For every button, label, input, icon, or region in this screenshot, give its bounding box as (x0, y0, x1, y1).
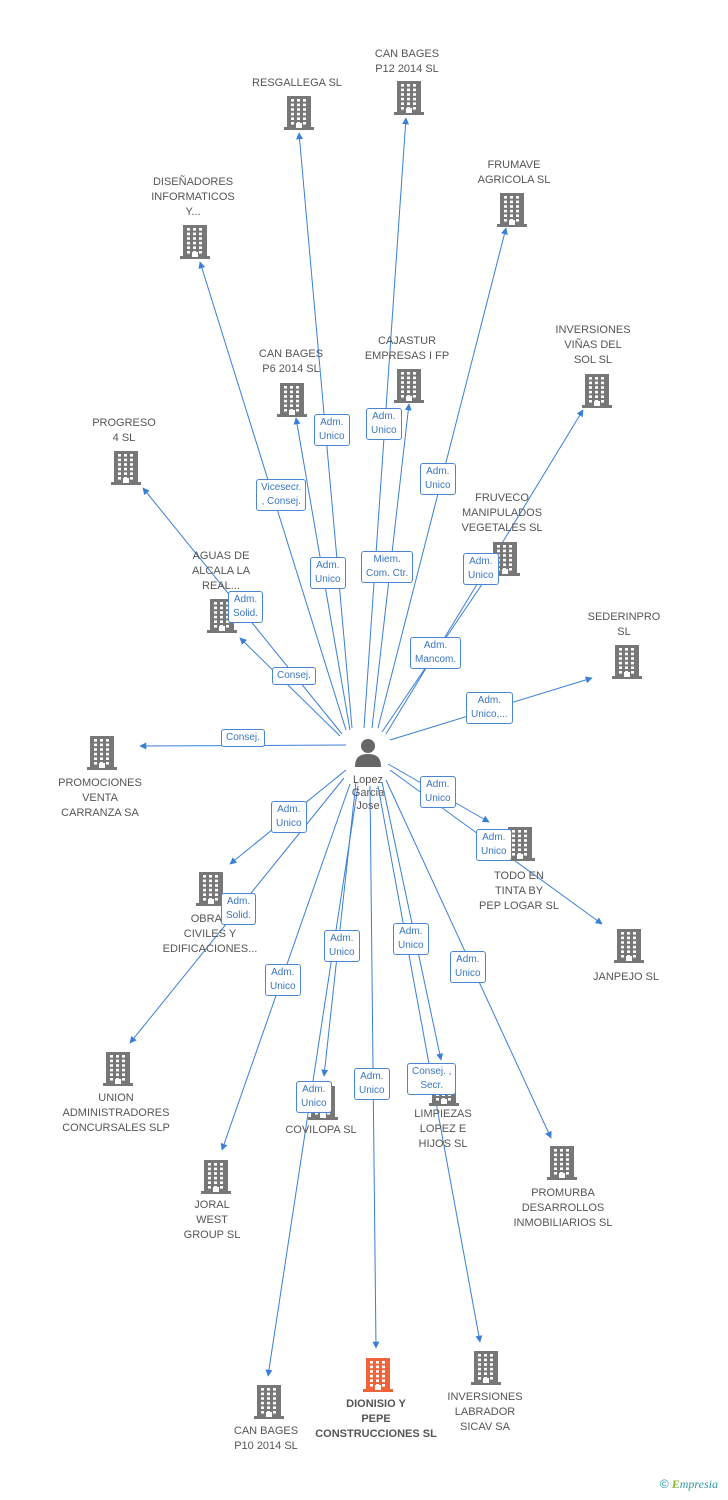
edge-aguas (239, 637, 341, 737)
building-icon[interactable] (87, 736, 117, 775)
company-label-promurba[interactable]: PROMURBA DESARROLLOS INMOBILIARIOS SL (513, 1187, 613, 1229)
building-icon[interactable] (547, 1146, 577, 1185)
company-label-promociones[interactable]: PROMOCIONES VENTA CARRANZA SA (58, 777, 142, 819)
building-icon[interactable] (497, 193, 527, 232)
company-label-cajastur[interactable]: CAJASTUR EMPRESAS I FP (364, 335, 450, 362)
relation-label-inversionesvinas[interactable]: Adm. Unico (463, 553, 499, 585)
relation-label-canbages12[interactable]: Adm. Unico (366, 408, 402, 440)
relation-label-todoentinta[interactable]: Adm. Unico (420, 776, 456, 808)
person-node[interactable] (352, 736, 384, 773)
relation-label-limpiezas[interactable]: Adm. Unico (393, 923, 429, 955)
person-icon (355, 739, 381, 767)
building-icon[interactable] (284, 96, 314, 135)
company-label-progreso[interactable]: PROGRESO 4 SL (92, 417, 156, 444)
building-icon[interactable] (363, 1358, 393, 1397)
relation-label-canbages6[interactable]: Adm. Unico (310, 557, 346, 589)
building-icon[interactable] (612, 645, 642, 684)
building-icon[interactable] (614, 929, 644, 968)
relation-label-inversioneslabrador[interactable]: Consej. , Secr. (407, 1063, 457, 1095)
building-icon[interactable] (196, 872, 226, 911)
relation-label-aguas[interactable]: Consej. (272, 667, 316, 685)
company-label-joral[interactable]: JORAL WEST GROUP SL (183, 1199, 241, 1241)
relation-label-joral[interactable]: Adm. Unico (265, 964, 301, 996)
relation-label-promociones[interactable]: Consej. (221, 729, 265, 747)
relation-label-frumave[interactable]: Adm. Unico (420, 463, 456, 495)
relation-label-covilopa[interactable]: Adm. Unico (324, 930, 360, 962)
company-label-limpiezas[interactable]: LIMPIEZAS LOPEZ E HIJOS SL (414, 1108, 472, 1150)
brand-initial: E (671, 1477, 680, 1491)
relation-label-cajastur[interactable]: Miem. Com. Ctr. (361, 551, 414, 583)
company-label-covilopa[interactable]: COVILOPA SL (285, 1124, 357, 1136)
building-icon[interactable] (471, 1351, 501, 1390)
company-label-union[interactable]: UNION ADMINISTRADORES CONCURSALES SLP (62, 1092, 170, 1134)
company-label-aguas[interactable]: AGUAS DE ALCALA LA REAL... (191, 550, 251, 592)
relation-label-obras[interactable]: Adm. Unico (271, 801, 307, 833)
building-icon[interactable] (582, 374, 612, 413)
relation-label-fruveco[interactable]: Adm. Mancom. (410, 637, 462, 669)
relation-label-disenadores[interactable]: Vicesecr. , Consej. (256, 479, 307, 511)
copyright-symbol: © (659, 1477, 669, 1491)
building-icon[interactable] (103, 1052, 133, 1091)
company-label-frumave[interactable]: FRUMAVE AGRICOLA SL (477, 159, 551, 186)
building-icon[interactable] (394, 81, 424, 120)
building-icon[interactable] (254, 1385, 284, 1424)
company-label-canbages10[interactable]: CAN BAGES P10 2014 SL (233, 1425, 299, 1452)
person-name: Lopez Garcia Jose (351, 774, 385, 812)
company-label-resgallega[interactable]: RESGALLEGA SL (252, 77, 342, 89)
company-label-fruveco[interactable]: FRUVECO MANIPULADOS VEGETALES SL (461, 492, 543, 534)
footer-brand[interactable]: © Empresia (660, 1477, 718, 1492)
company-label-janpejo[interactable]: JANPEJO SL (592, 971, 660, 983)
relation-label-progreso[interactable]: Adm. Solid. (228, 591, 264, 623)
company-label-dionisio[interactable]: DIONISIO Y PEPE CONSTRUCCIONES SL (315, 1398, 437, 1440)
edge-limpiezas (381, 781, 444, 1061)
company-label-sederinpro[interactable]: SEDERINPRO SL (587, 611, 661, 638)
company-label-canbages12[interactable]: CAN BAGES P12 2014 SL (374, 48, 440, 75)
edge-covilopa (321, 781, 357, 1077)
relation-label-dionisio[interactable]: Adm. Unico (354, 1068, 390, 1100)
edge-dionisio (369, 785, 380, 1349)
brand-name: mpresia (679, 1477, 718, 1491)
building-icon[interactable] (201, 1160, 231, 1199)
relation-label-canbages10[interactable]: Adm. Unico (296, 1081, 332, 1113)
building-icon[interactable] (394, 369, 424, 408)
company-label-disenadores[interactable]: DISEÑADORES INFORMATICOS Y... (151, 176, 235, 218)
relation-label-sederinpro[interactable]: Adm. Unico,... (466, 692, 513, 724)
building-icon[interactable] (180, 225, 210, 264)
relation-label-janpejo[interactable]: Adm. Unico (476, 829, 512, 861)
company-label-todoentinta[interactable]: TODO EN TINTA BY PEP LOGAR SL (479, 870, 559, 912)
company-label-canbages6[interactable]: CAN BAGES P6 2014 SL (258, 348, 324, 375)
building-icon[interactable] (277, 383, 307, 422)
relation-label-union[interactable]: Adm. Solid. (221, 893, 257, 925)
company-label-inversionesvinas[interactable]: INVERSIONES VIÑAS DEL SOL SL (555, 324, 631, 366)
company-label-obras[interactable]: OBRAS CIVILES Y EDIFICACIONES... (162, 913, 258, 955)
building-icon[interactable] (505, 827, 535, 866)
relation-label-resgallega[interactable]: Adm. Unico (314, 414, 350, 446)
building-icon[interactable] (111, 451, 141, 490)
company-label-inversioneslabrador[interactable]: INVERSIONES LABRADOR SICAV SA (447, 1391, 523, 1433)
relation-label-promurba[interactable]: Adm. Unico (450, 951, 486, 983)
